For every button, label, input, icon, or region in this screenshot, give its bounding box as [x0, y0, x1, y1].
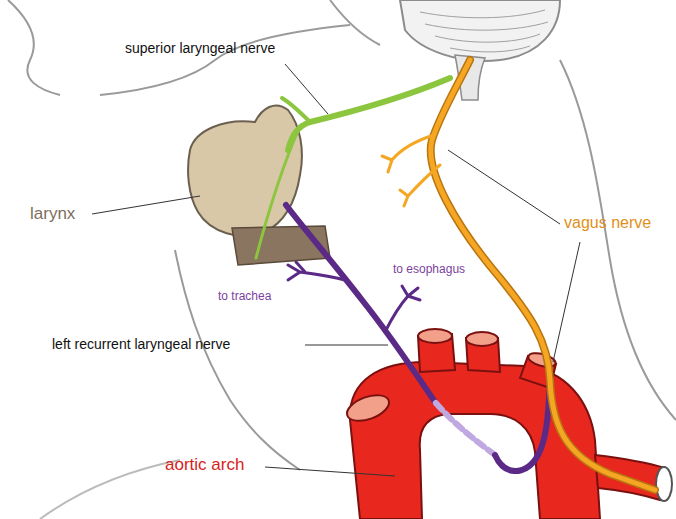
vessel-cut-end: [656, 467, 672, 501]
larynx-shape: [188, 106, 302, 236]
nerve-label: superior laryngeal nerve: [125, 40, 275, 56]
leader-line: [285, 64, 328, 114]
leader-line: [305, 345, 388, 346]
superior-laryngeal-nerve-drawing: [256, 78, 450, 258]
neck-back-outline: [560, 60, 676, 420]
cerebellum-folds: [420, 10, 548, 52]
artery-opening: [466, 332, 498, 346]
artery-opening: [418, 329, 452, 343]
nerve-label: vagus nerve: [564, 214, 651, 232]
leader-lines: [92, 64, 580, 476]
leader-line: [553, 242, 580, 362]
nerve-branch-trachea: [288, 262, 345, 280]
vagus-branches: [382, 135, 440, 206]
shoulder-outline: [40, 460, 180, 519]
brain: [400, 0, 560, 100]
skull-outline: [330, 0, 380, 45]
organ-label: larynx: [30, 204, 75, 224]
nerve-behind-aorta: [435, 402, 495, 455]
recurrent-laryngeal-nerve: [286, 205, 550, 471]
face-outline: [8, 0, 60, 95]
vagus-nerve-drawing: [382, 60, 655, 490]
branch-label: to trachea: [218, 290, 271, 304]
nerve-ascending: [286, 205, 435, 402]
body-outline: [8, 0, 676, 519]
artery-opening: [344, 390, 393, 426]
neck-front-outline: [175, 250, 300, 470]
nerve-label: left recurrent laryngeal nerve: [52, 336, 230, 352]
leader-line: [448, 150, 560, 224]
nerve-loop: [495, 372, 550, 471]
jaw-outline: [100, 25, 350, 95]
vessel-label: aortic arch: [165, 455, 244, 475]
aorta: [344, 329, 672, 519]
cerebellum: [400, 0, 560, 61]
nerve-branch-esophagus: [385, 286, 420, 332]
branch-label: to esophagus: [393, 263, 465, 277]
leader-line: [92, 196, 200, 214]
leader-line: [265, 467, 395, 476]
